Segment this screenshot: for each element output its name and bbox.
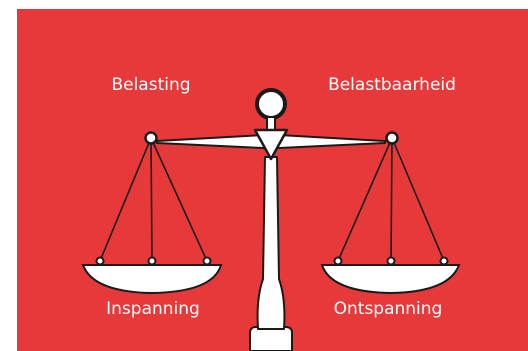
right-pivot-icon xyxy=(385,131,399,145)
left-pivot-icon xyxy=(144,131,158,145)
right-pan-joint-middle xyxy=(386,256,396,266)
balance-scale-canvas: Belasting Belastbaarheid Inspanning Onts… xyxy=(17,9,528,351)
left-pan-joint-middle xyxy=(147,256,157,266)
right-pan-joint-inner xyxy=(439,256,449,266)
label-belastbaarheid: Belastbaarheid xyxy=(328,75,456,95)
right-pan-joint-outer xyxy=(333,256,343,266)
left-string-outer xyxy=(99,137,152,262)
left-pan xyxy=(81,264,223,295)
scale-column xyxy=(256,156,286,330)
left-pan-joint-outer xyxy=(95,256,105,266)
top-ring-icon xyxy=(255,88,287,120)
pointer-triangle xyxy=(253,128,289,161)
left-string-inner xyxy=(150,137,208,262)
right-string-middle xyxy=(390,137,393,262)
right-pan xyxy=(320,264,461,295)
label-ontspanning: Ontspanning xyxy=(334,299,443,319)
left-string-middle xyxy=(150,137,153,262)
right-string-inner xyxy=(391,137,445,262)
scale-base xyxy=(249,326,293,351)
left-pan-joint-inner xyxy=(202,256,212,266)
label-belasting: Belasting xyxy=(111,75,190,95)
balance-scale-diagram: Belasting Belastbaarheid Inspanning Onts… xyxy=(17,9,528,351)
right-string-outer xyxy=(337,137,393,262)
label-inspanning: Inspanning xyxy=(106,299,200,319)
